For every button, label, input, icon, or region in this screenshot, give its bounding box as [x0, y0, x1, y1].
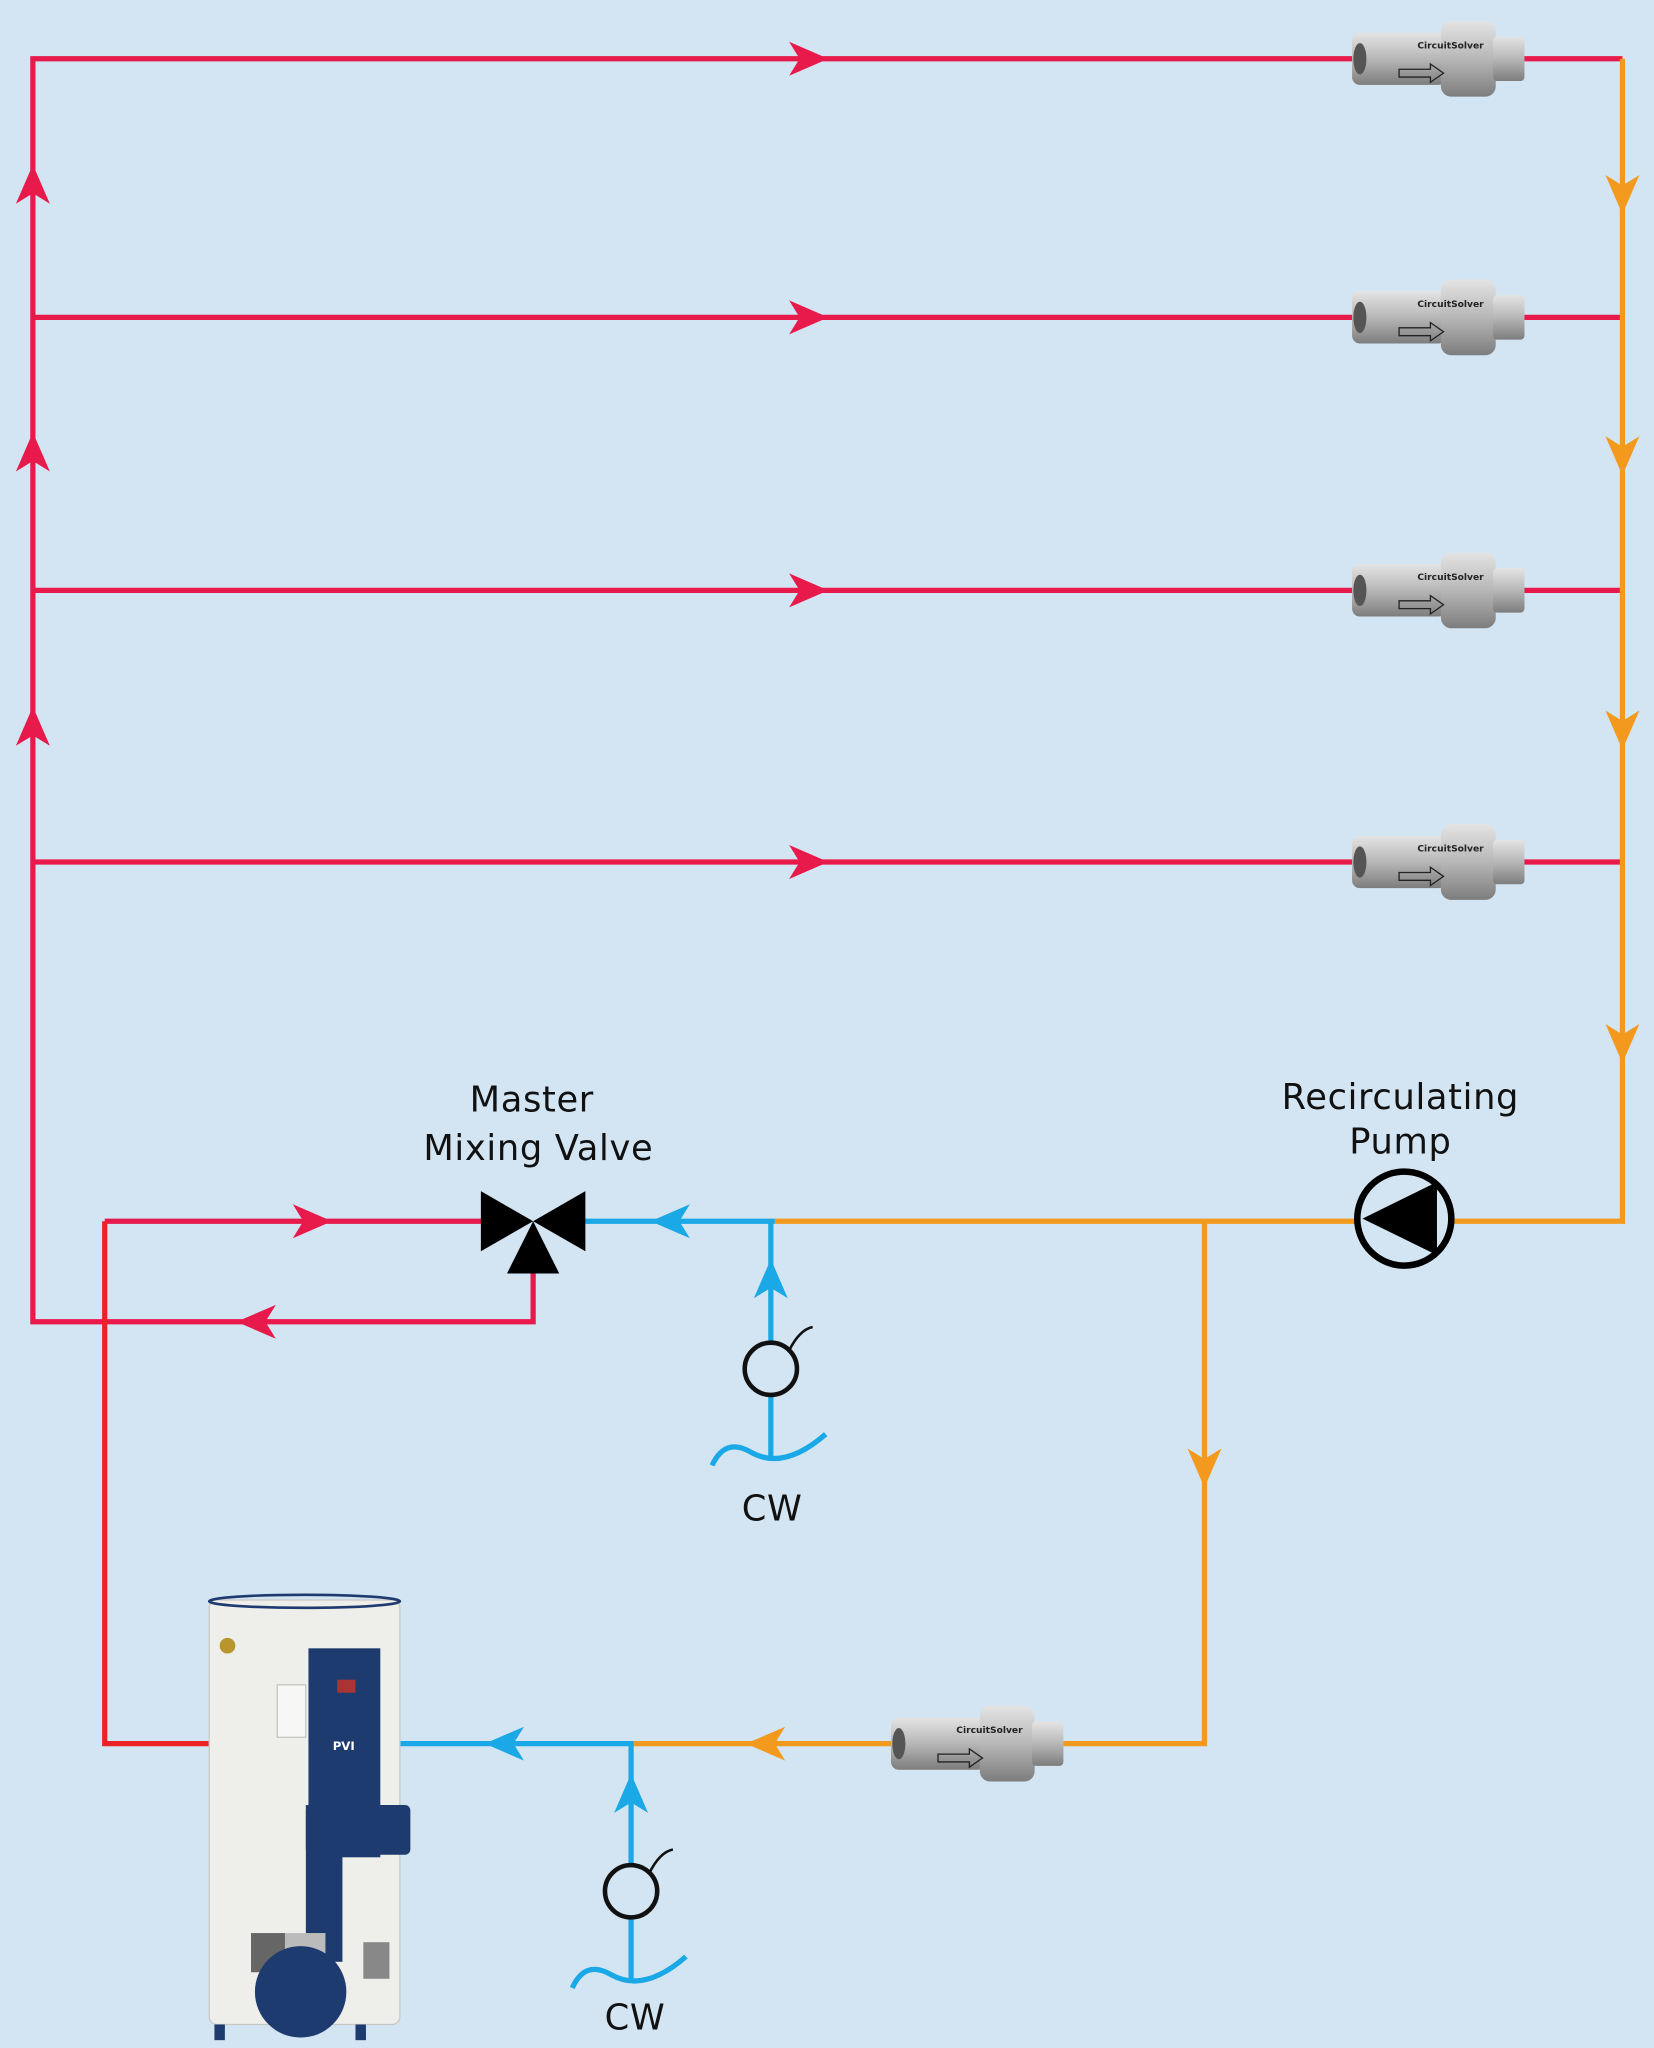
flow-arrow-icon — [1187, 1448, 1222, 1488]
balancing-valve-icon[interactable]: CircuitSolver — [1352, 279, 1525, 356]
hot-supply-piping — [30, 56, 1623, 1325]
flow-arrow-icon — [746, 1726, 786, 1761]
pump-label-line1: Recirculating — [1282, 1077, 1519, 1118]
balancing-valve-icon[interactable]: CircuitSolver — [1352, 20, 1525, 97]
flow-arrow-icon — [292, 1204, 332, 1239]
balancing-valve-icon[interactable]: CircuitSolver — [891, 1705, 1064, 1782]
flow-arrow-icon — [1605, 436, 1640, 476]
water-heater-image: PVI — [207, 1593, 411, 2041]
recirculating-pump-icon[interactable] — [1354, 1168, 1455, 1269]
flow-arrow-icon — [753, 1259, 788, 1299]
mixing-valve-label-line2: Mixing Valve — [423, 1128, 653, 1169]
svg-text:PVI: PVI — [333, 1739, 355, 1753]
flow-arrow-icon — [789, 573, 829, 608]
water-meter-upper-icon — [709, 1325, 828, 1467]
svg-text:CircuitSolver: CircuitSolver — [1417, 41, 1484, 51]
flow-arrow-icon — [614, 1773, 649, 1813]
flow-arrow-icon — [789, 845, 829, 880]
flow-arrow-icon — [15, 706, 50, 746]
cw-upper-label: CW — [742, 1488, 803, 1529]
balancing-valve-icon[interactable]: CircuitSolver — [1352, 824, 1525, 900]
cold-water-piping — [398, 1218, 775, 1983]
flow-arrow-icon — [484, 1726, 524, 1761]
return-to-heater — [1058, 1221, 1208, 1747]
flow-arrows — [15, 41, 1640, 1813]
svg-text:CircuitSolver: CircuitSolver — [1417, 845, 1484, 855]
flow-arrow-icon — [15, 164, 50, 204]
svg-text:CircuitSolver: CircuitSolver — [956, 1726, 1023, 1736]
flow-arrow-icon — [15, 432, 50, 472]
balancing-valve-icon[interactable]: CircuitSolver — [1352, 552, 1525, 629]
return-riser — [1450, 58, 1626, 1224]
flow-arrow-icon — [789, 300, 829, 335]
flow-arrow-icon — [1605, 1024, 1640, 1064]
heater-outlet-pipe — [102, 1221, 210, 1747]
balancing-valves: CircuitSolver CircuitSolver CircuitSolve… — [891, 20, 1525, 1782]
flow-arrow-icon — [1605, 175, 1640, 215]
flow-arrow-icon — [789, 41, 829, 76]
mixing-valve-icon[interactable] — [480, 1191, 586, 1274]
svg-text:CircuitSolver: CircuitSolver — [1417, 573, 1484, 583]
pump-label-line2: Pump — [1349, 1121, 1451, 1162]
flow-arrow-icon — [1605, 710, 1640, 750]
cw-lower-label: CW — [605, 1998, 666, 2039]
svg-text:CircuitSolver: CircuitSolver — [1417, 300, 1484, 310]
flow-arrow-icon — [650, 1204, 690, 1239]
mixing-valve-label-line1: Master — [470, 1080, 594, 1121]
supply-riser — [30, 56, 1359, 1325]
flow-arrow-icon — [236, 1304, 276, 1339]
water-meter-lower-icon — [569, 1848, 688, 1990]
